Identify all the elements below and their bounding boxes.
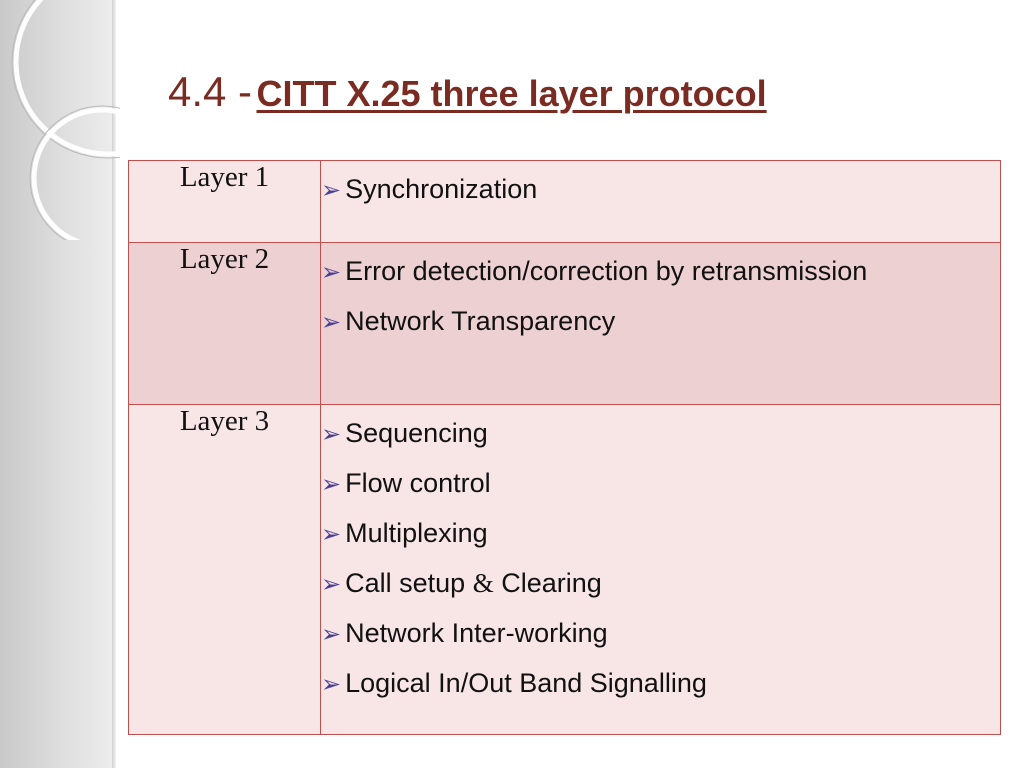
table-row: Layer 3 ➢Sequencing ➢Flow control ➢Multi… bbox=[128, 404, 1001, 735]
protocol-table: Layer 1 ➢Synchronization Layer 2 ➢Error … bbox=[128, 160, 1001, 735]
layer-name-cell: Layer 2 bbox=[128, 242, 321, 405]
arrow-bullet-icon: ➢ bbox=[321, 259, 342, 286]
list-item: ➢Network Transparency bbox=[321, 306, 616, 336]
layer-name-cell: Layer 1 bbox=[128, 160, 321, 243]
table-row: Layer 2 ➢Error detection/correction by r… bbox=[128, 242, 1001, 405]
side-panel-edge bbox=[112, 0, 116, 768]
ampersand: & bbox=[472, 568, 494, 598]
arrow-bullet-icon: ➢ bbox=[321, 421, 342, 448]
list-item: ➢Sequencing bbox=[321, 418, 488, 448]
slide-title: 4.4 - CITT X.25 three layer protocol bbox=[168, 68, 988, 138]
items-cell: ➢Synchronization bbox=[320, 160, 1001, 243]
arrow-bullet-icon: ➢ bbox=[321, 471, 342, 498]
arrow-bullet-icon: ➢ bbox=[321, 571, 342, 598]
layer-name-cell: Layer 3 bbox=[128, 404, 321, 735]
arrow-bullet-icon: ➢ bbox=[321, 521, 342, 548]
arrow-bullet-icon: ➢ bbox=[321, 621, 342, 648]
list-item: ➢Synchronization bbox=[321, 174, 538, 204]
decorative-circles bbox=[11, 0, 120, 240]
items-cell: ➢Error detection/correction by retransmi… bbox=[320, 242, 1001, 405]
items-cell: ➢Sequencing ➢Flow control ➢Multiplexing … bbox=[320, 404, 1001, 735]
list-item: ➢Network Inter-working bbox=[321, 618, 608, 648]
table-row: Layer 1 ➢Synchronization bbox=[128, 160, 1001, 243]
list-item: ➢Error detection/correction by retransmi… bbox=[321, 256, 868, 286]
list-item: ➢Flow control bbox=[321, 468, 491, 498]
arrow-bullet-icon: ➢ bbox=[321, 671, 342, 698]
list-item: ➢Call setup & Clearing bbox=[321, 568, 602, 598]
arrow-bullet-icon: ➢ bbox=[321, 309, 342, 336]
title-main: CITT X.25 three layer protocol bbox=[256, 73, 767, 114]
title-prefix: 4.4 - bbox=[168, 68, 253, 115]
arrow-bullet-icon: ➢ bbox=[321, 177, 342, 204]
list-item: ➢Logical In/Out Band Signalling bbox=[321, 668, 707, 698]
list-item: ➢Multiplexing bbox=[321, 518, 488, 548]
